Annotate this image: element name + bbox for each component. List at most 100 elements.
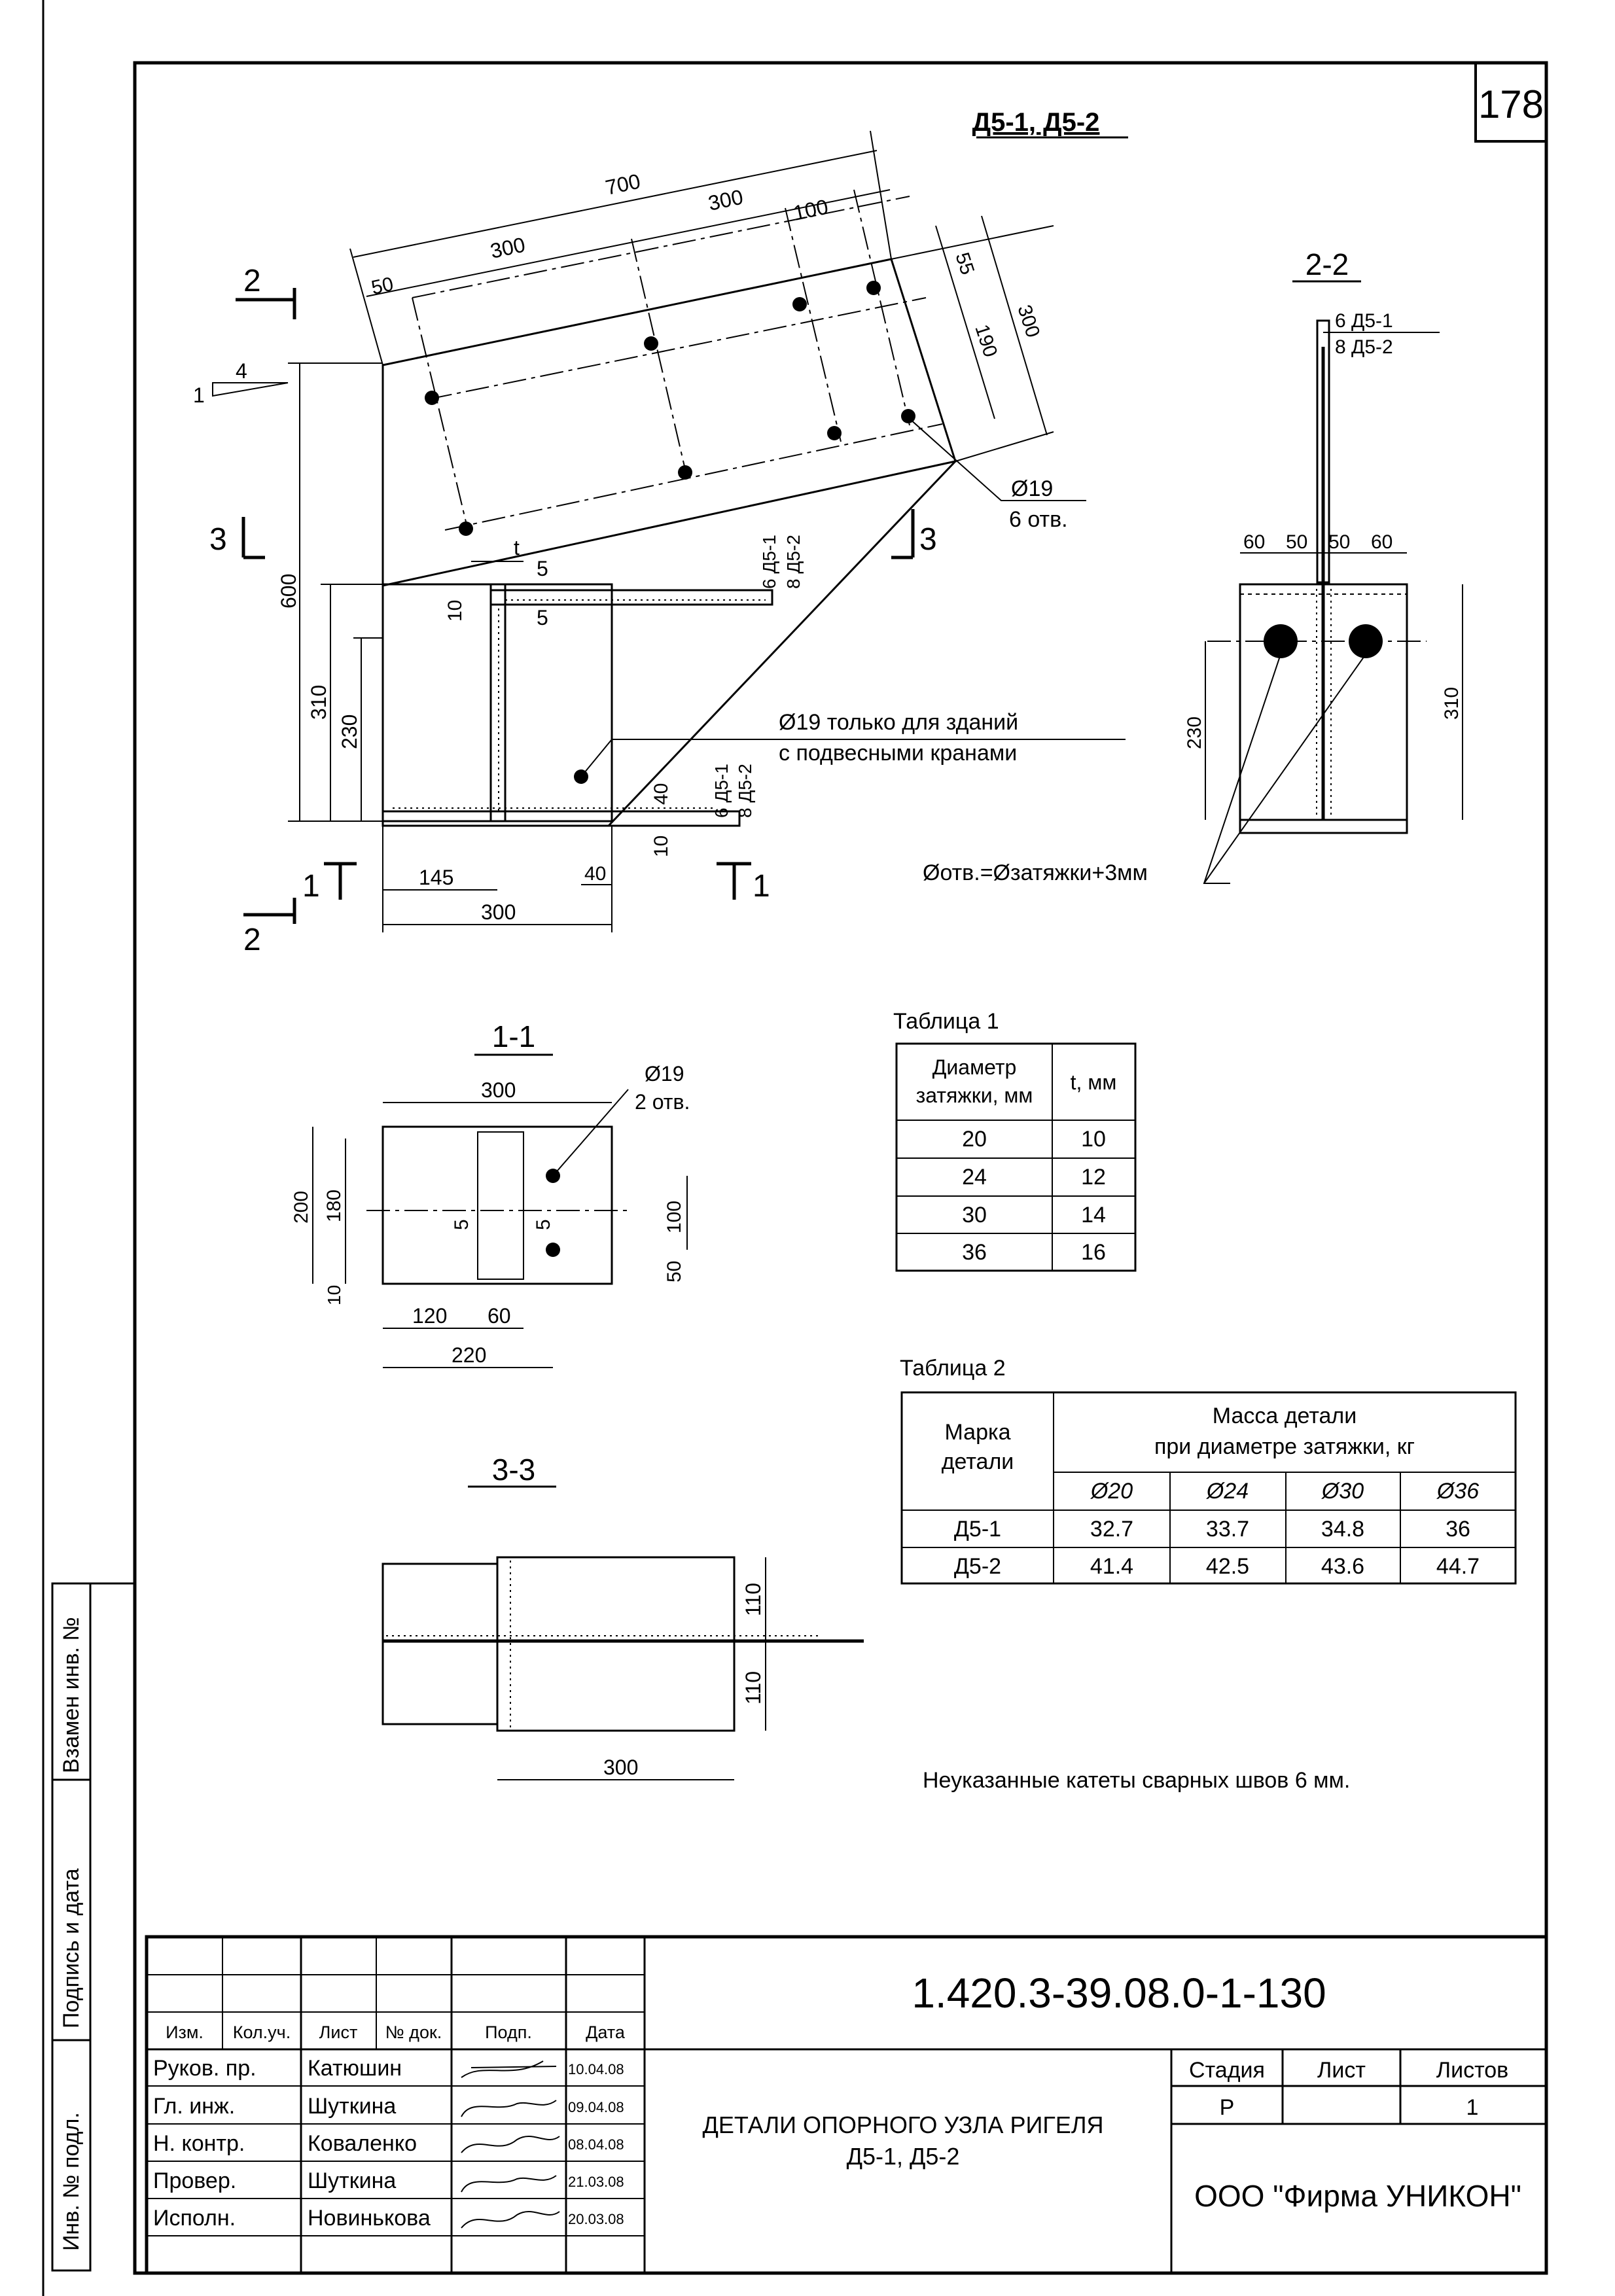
table-2-border [900, 1391, 1517, 1585]
table-2-diameter: Ø24 [1206, 1479, 1249, 1504]
signature [461, 2175, 557, 2193]
slope-indicator [212, 382, 289, 397]
table-1-caption: Таблица 1 [893, 1009, 999, 1034]
title-block-border [145, 1935, 1548, 2275]
dim-label: 300 [706, 185, 745, 215]
signature [461, 2211, 560, 2229]
weld-size: 5 [537, 606, 548, 629]
table-1-header-col2: t, мм [1071, 1070, 1117, 1094]
table-2-diameter: Ø20 [1090, 1479, 1133, 1504]
person-date: 20.03.08 [568, 2211, 624, 2227]
signature [461, 2060, 557, 2078]
table-2-cell: Д5-2 [954, 1554, 1001, 1579]
section-2-2-title: 2-2 [1305, 247, 1349, 281]
table-1-cell: 16 [1081, 1240, 1106, 1265]
dim-label: 110 [741, 1671, 765, 1704]
centerline [412, 297, 469, 531]
weld-size: 5 [537, 557, 548, 580]
dim-label: 310 [1441, 687, 1463, 720]
dim-label: 180 [323, 1190, 345, 1222]
table-1-header-col1-line1: Диаметр [932, 1055, 1017, 1079]
person-date: 08.04.08 [568, 2136, 624, 2153]
bolt-hole [546, 1243, 560, 1257]
dim-label: 300 [1013, 302, 1044, 340]
hole-callout-count: 6 отв. [1009, 507, 1068, 532]
side-stamp-border [51, 1582, 92, 2272]
person-name: Шуткина [308, 2094, 396, 2119]
bolt-hole [644, 336, 658, 351]
dim-label: 300 [603, 1756, 638, 1779]
dim-label: 50 [664, 1261, 685, 1282]
sheet-label: Лист [1317, 2058, 1366, 2083]
document-code: 1.420.3-39.08.0-1-130 [912, 1969, 1326, 2017]
dim-line-700 [353, 150, 878, 258]
signature [461, 2136, 560, 2153]
base-plate [382, 810, 741, 827]
dim-line-right-190 [935, 225, 995, 419]
side-stamp: Взамен инв. № Подпись и дата Инв. № подл… [51, 1582, 136, 2273]
plan-view: 700 300 300 100 50 55 190 300 1 4 2 2 3 … [193, 130, 1126, 957]
crane-note-line2: с подвесными кранами [779, 741, 1017, 766]
person-date: 10.04.08 [568, 2061, 624, 2077]
table-1-border [895, 1042, 1137, 1272]
stage-value: Р [1220, 2095, 1235, 2120]
company-name: ООО "Фирма УНИКОН" [1194, 2179, 1521, 2213]
thickness-t: t [514, 536, 520, 559]
dim-label: 230 [338, 715, 361, 749]
hole-leader [909, 418, 1086, 501]
bolt-hole [459, 521, 473, 536]
top-flange [489, 589, 773, 606]
sheets-value: 1 [1466, 2095, 1479, 2120]
dim-label: 700 [603, 169, 643, 200]
bolt-hole [792, 297, 807, 311]
section-3-3: 3-3 110 110 300 [382, 1453, 864, 1780]
table-1-header-col1-line2: затяжки, мм [916, 1084, 1033, 1107]
table-1-cell: 14 [1081, 1203, 1106, 1227]
drawing-heading: Д5-1, Д5-2 [972, 108, 1100, 137]
dim-label: 55 [951, 250, 978, 277]
hole-count: 2 отв. [635, 1090, 690, 1114]
centerline [853, 189, 910, 426]
dim-label: 300 [481, 900, 516, 924]
slope-rise: 1 [193, 383, 205, 407]
person-name: Новинькова [308, 2206, 431, 2231]
plate-thickness-b: 8 Д5-2 [783, 535, 804, 589]
table-2-cell: 32.7 [1090, 1517, 1133, 1542]
table-2-header-col1-line1: Марка [944, 1420, 1010, 1445]
crane-note-line1: Ø19 только для зданий [779, 710, 1018, 735]
sheet-number-box [1474, 62, 1548, 143]
weld-note: Неуказанные катеты сварных швов 6 мм. [923, 1768, 1350, 1793]
vertical-rib [489, 583, 506, 822]
bolt-hole [866, 281, 881, 295]
drawing-title-line1: ДЕТАЛИ ОПОРНОГО УЗЛА РИГЕЛЯ [703, 2111, 1104, 2138]
weld-size: 5 [533, 1219, 554, 1230]
person-role: Н. контр. [153, 2131, 245, 2156]
hole-note-leader [1203, 654, 1366, 884]
table-2-cell: 34.8 [1321, 1517, 1364, 1542]
dim-label: 10 [444, 600, 466, 622]
dim-ext [349, 248, 383, 366]
title-header: Подп. [485, 2022, 532, 2042]
sheet-number: 178 [1478, 82, 1544, 126]
table-1-cell: 12 [1081, 1165, 1106, 1190]
person-role: Исполн. [153, 2206, 236, 2231]
stage-label: Стадия [1189, 2058, 1265, 2083]
bolt-hole [901, 409, 915, 423]
table-2-cell: 33.7 [1206, 1517, 1249, 1542]
inclined-plate-outline [382, 258, 957, 587]
dim-label: 10 [650, 836, 672, 857]
person-name: Катюшин [308, 2056, 402, 2081]
centerline [412, 196, 910, 298]
dim-label: 200 [291, 1191, 312, 1224]
drawing-frame [133, 61, 1548, 2275]
dim-ext [870, 130, 892, 260]
section-mark: 3 [209, 522, 227, 557]
centerline [785, 207, 842, 442]
plate-thickness-a: 6 Д5-1 [759, 535, 779, 589]
table-2-cell: 41.4 [1090, 1554, 1133, 1579]
centerline [631, 238, 688, 478]
dim-label: 60 [1243, 531, 1265, 553]
section-3-3-title: 3-3 [492, 1453, 535, 1487]
base-plate [1239, 819, 1408, 834]
person-name: Шуткина [308, 2168, 396, 2193]
